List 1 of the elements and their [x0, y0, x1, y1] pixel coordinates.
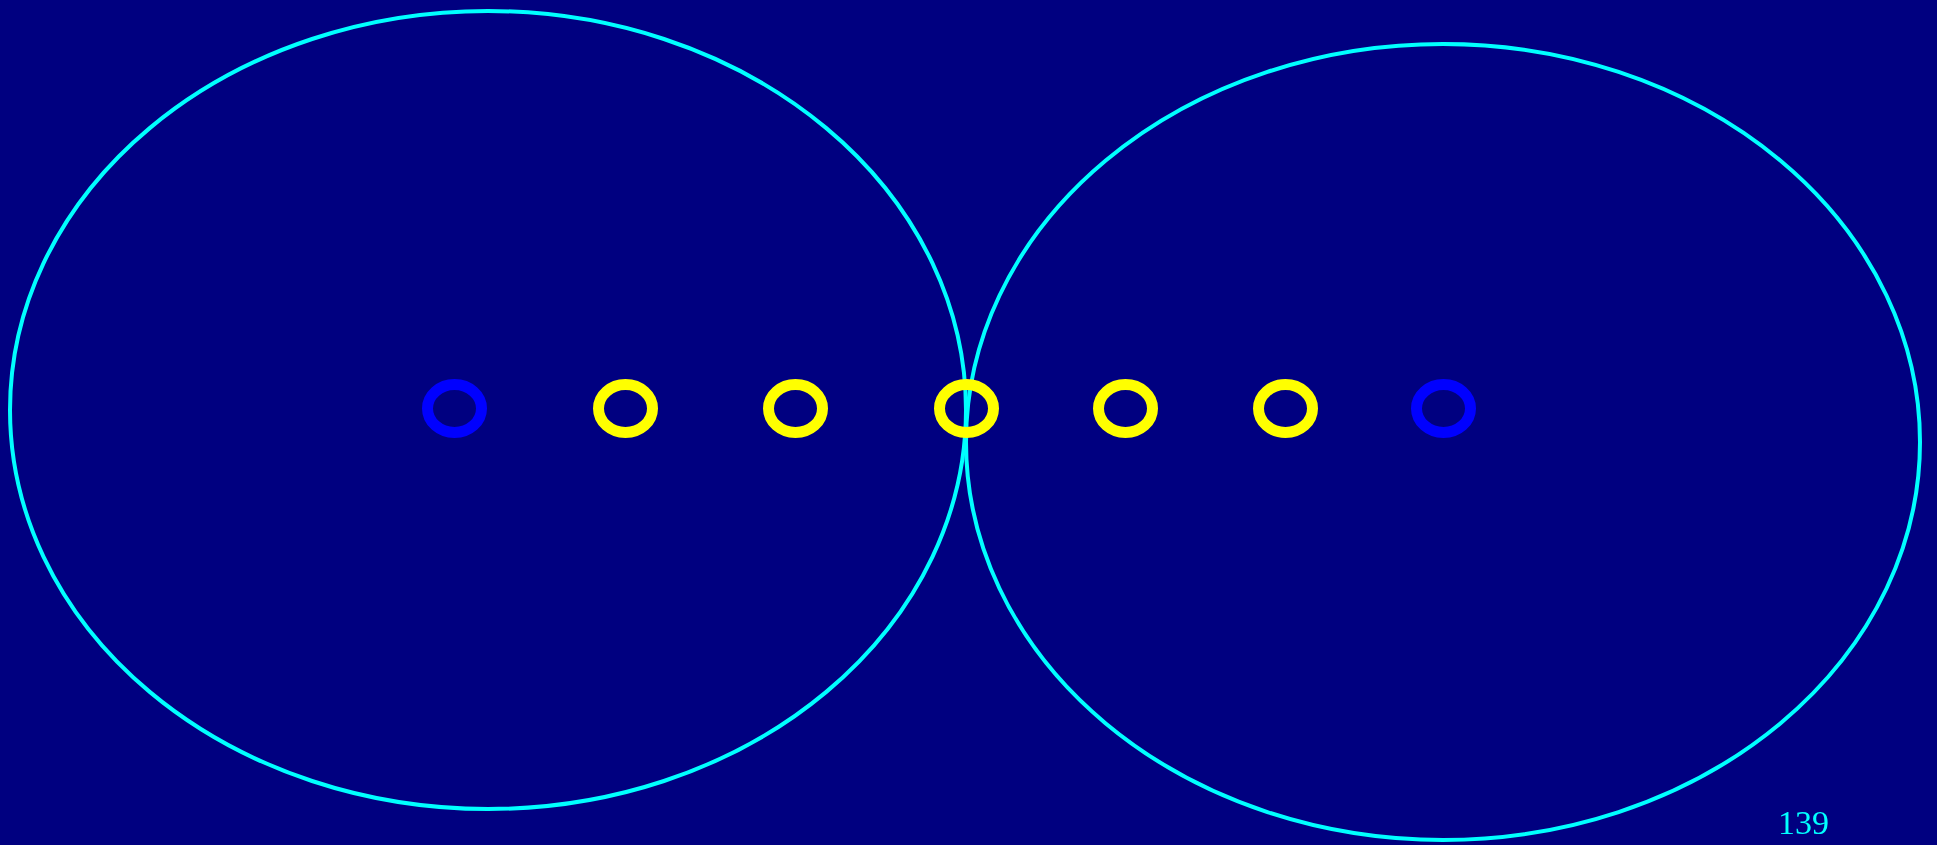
page-number: 139	[1778, 806, 1829, 840]
